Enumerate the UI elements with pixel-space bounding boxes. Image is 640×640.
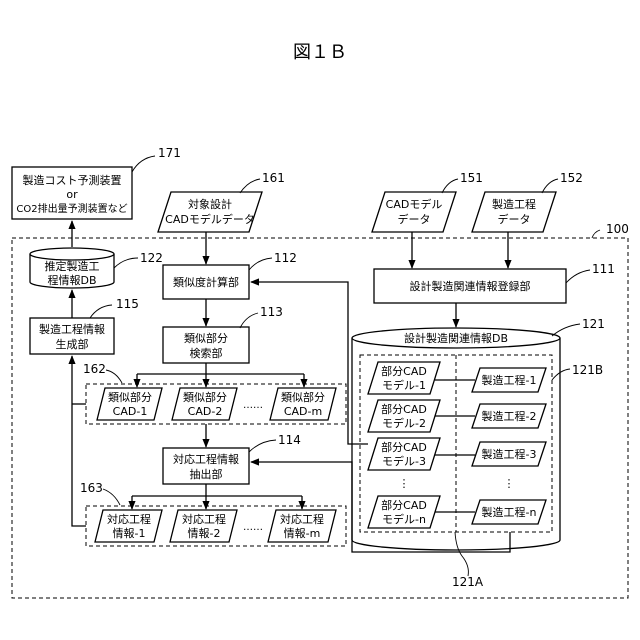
partial-cad-2: 部分CAD モデル-2 [368,400,440,432]
ref-121: 121 [582,317,605,331]
similar-cad-ellipsis: …… [243,400,263,411]
device-171-line3: CO2排出量予測装置など [16,202,127,215]
ref-121A: 121A [452,575,484,589]
ref-162: 162 [83,362,106,376]
ref-161: 161 [262,171,285,185]
ref-111: 111 [592,262,615,276]
process-2-label: 製造工程-2 [482,409,537,423]
process-info-m: 対応工程 情報-m [268,510,336,542]
unit-114-line2: 抽出部 [190,467,223,481]
data-161-line1: 対象設計 [188,197,232,211]
partial-cad-1-line2: モデル-1 [382,378,426,392]
process-n: 製造工程-n [472,500,546,524]
similar-cad-2-line1: 類似部分 [183,390,227,404]
device-171: 製造コスト予測装置 or CO2排出量予測装置など 171 [12,146,181,219]
unit-115-line1: 製造工程情報 [39,322,105,336]
process-info-ellipsis: …… [243,522,263,533]
ref-115: 115 [116,297,139,311]
process-1-label: 製造工程-1 [482,373,537,387]
group-163: 163 対応工程 情報-1 対応工程 情報-2 …… 対応工程 情報-m [80,481,346,546]
process-info-1: 対応工程 情報-1 [95,510,162,542]
unit-111-label: 設計製造関連情報登録部 [410,279,531,293]
db-121-left-column: 部分CAD モデル-1 部分CAD モデル-2 部分CAD モデル-3 ⋮ 部分… [368,362,440,528]
partial-cad-vdots: ⋮ [399,477,410,490]
ref-100: 100 [606,222,629,236]
process-1: 製造工程-1 [472,368,546,392]
arrow-163-115 [72,356,86,526]
partial-cad-2-line1: 部分CAD [381,402,427,416]
data-161: 対象設計 CADモデルデータ 161 [158,171,285,232]
similar-cad-m-line2: CAD-m [284,405,322,418]
partial-cad-2-line2: モデル-2 [382,416,426,430]
partial-cad-3-line2: モデル-3 [382,454,426,468]
similar-cad-1-line1: 類似部分 [108,390,152,404]
partial-cad-1-line1: 部分CAD [381,364,427,378]
data-152-line2: データ [498,212,531,226]
process-info-1-line2: 情報-1 [113,527,146,540]
db-122-line1: 推定製造工 [45,259,100,273]
ref-112: 112 [274,251,297,265]
device-171-line2: or [66,188,78,201]
db-121-right-column: 製造工程-1 製造工程-2 製造工程-3 ⋮ 製造工程-n [472,368,546,524]
unit-115: 製造工程情報 生成部 115 [30,297,139,354]
partial-cad-3: 部分CAD モデル-3 [368,438,440,470]
process-3: 製造工程-3 [472,442,546,466]
ref-171: 171 [158,146,181,160]
data-151-line2: データ [398,212,431,226]
data-152: 製造工程 データ 152 [472,171,583,232]
unit-112: 類似度計算部 112 [163,251,297,299]
similar-cad-1-line2: CAD-1 [113,405,148,418]
group-162: 162 類似部分 CAD-1 類似部分 CAD-2 …… 類似部分 CAD-m [83,362,346,424]
db-121-label: 設計製造関連情報DB [404,331,508,345]
db-122: 推定製造工 程情報DB 122 [30,248,163,288]
process-info-2-line1: 対応工程 [182,512,226,526]
data-151: CADモデル データ 151 [372,171,483,232]
similar-cad-m-line1: 類似部分 [281,390,325,404]
partial-cad-n-line1: 部分CAD [381,498,427,512]
ref-113: 113 [260,305,283,319]
unit-114-line1: 対応工程情報 [173,452,239,466]
unit-113: 類似部分 検索部 113 [163,305,283,363]
similar-cad-m: 類似部分 CAD-m [270,388,336,420]
partial-cad-n: 部分CAD モデル-n [368,496,440,528]
process-2: 製造工程-2 [472,404,546,428]
process-info-2: 対応工程 情報-2 [170,510,237,542]
partial-cad-1: 部分CAD モデル-1 [368,362,440,394]
ref-151: 151 [460,171,483,185]
data-151-line1: CADモデル [386,197,443,211]
partial-cad-n-line2: モデル-n [382,512,426,526]
partial-cad-3-line1: 部分CAD [381,440,427,454]
process-info-2-line2: 情報-2 [188,527,221,540]
similar-cad-2: 類似部分 CAD-2 [172,388,237,420]
process-info-1-line1: 対応工程 [107,512,151,526]
unit-112-label: 類似度計算部 [173,275,239,289]
unit-114: 対応工程情報 抽出部 114 [163,433,301,484]
data-152-line1: 製造工程 [492,197,536,211]
figure-title: 図１Ｂ [293,42,347,63]
ref-121B: 121B [572,363,603,377]
process-3-label: 製造工程-3 [482,447,537,461]
unit-113-line2: 検索部 [190,346,223,360]
ref-122: 122 [140,251,163,265]
ref-152: 152 [560,171,583,185]
ref-163: 163 [80,481,103,495]
process-info-m-line2: 情報-m [284,527,321,540]
process-vdots: ⋮ [504,477,515,490]
unit-113-line1: 類似部分 [184,331,228,345]
unit-115-line2: 生成部 [56,337,89,351]
data-161-line2: CADモデルデータ [165,212,255,226]
unit-111: 設計製造関連情報登録部 111 [374,262,615,303]
similar-cad-2-line2: CAD-2 [188,405,223,418]
process-n-label: 製造工程-n [482,505,537,519]
similar-cad-1: 類似部分 CAD-1 [97,388,162,420]
db-122-line2: 程情報DB [47,274,96,287]
device-171-line1: 製造コスト予測装置 [23,173,122,187]
process-info-m-line1: 対応工程 [280,512,324,526]
ref-114: 114 [278,433,301,447]
